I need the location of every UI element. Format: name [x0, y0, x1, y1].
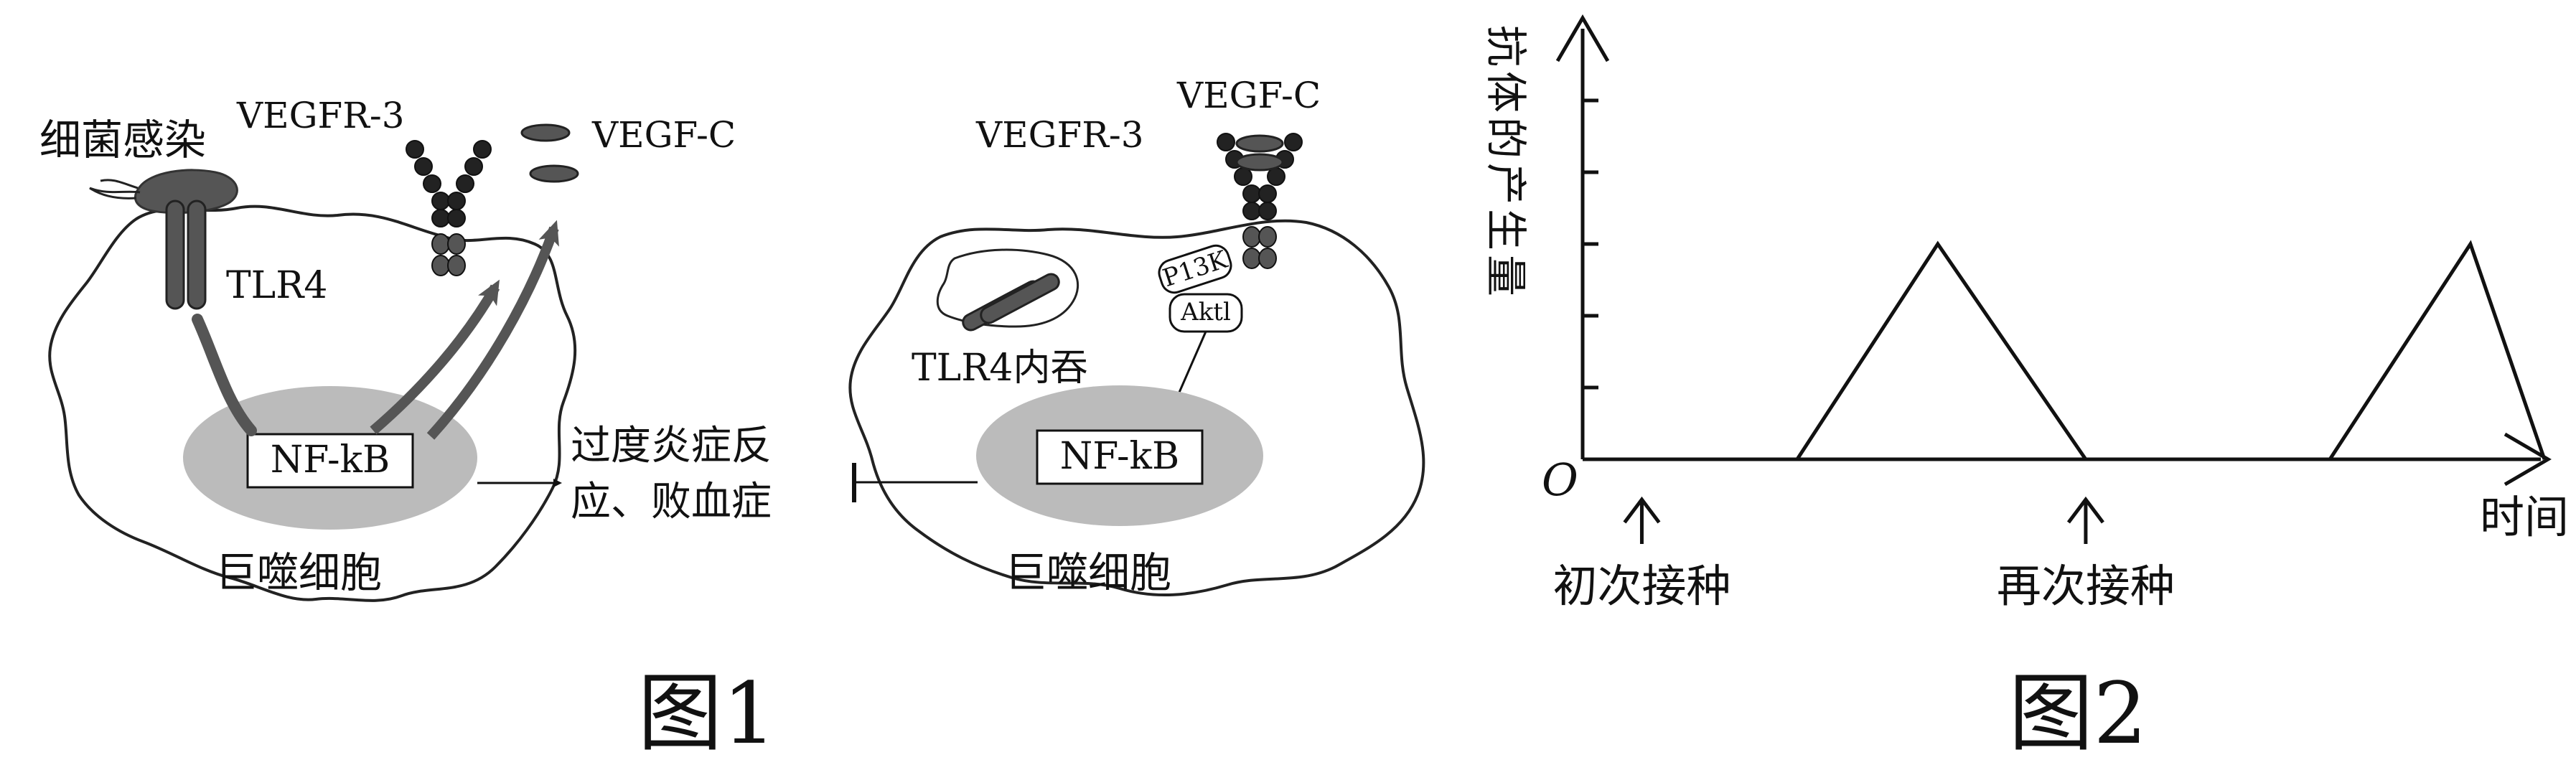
macrophage-label-right: 巨噬细胞 [1005, 548, 1171, 597]
akt-label: Aktl [1180, 298, 1231, 327]
x-axis-arrowhead [2504, 432, 2552, 487]
outcome-label-line2: 应、败血症 [571, 479, 772, 525]
injection-marker: 初次接种 [1552, 496, 1730, 612]
injection-label: 再次接种 [1997, 560, 2175, 612]
nfkb-to-vegfc-arrow [426, 220, 559, 440]
bacterium [89, 169, 238, 215]
macrophage-label-left: 巨噬细胞 [215, 548, 382, 597]
injection-label: 初次接种 [1552, 560, 1730, 612]
bacteria-label: 细菌感染 [39, 116, 206, 164]
x-axis-label: 时间 [2480, 491, 2569, 543]
injection-annotations: 初次接种 再次接种 [1552, 496, 2175, 612]
tlr4-internalized [962, 273, 1060, 332]
figure2-caption: 图2 [2008, 664, 2147, 763]
macrophage-membrane-right [848, 219, 1425, 597]
y-axis-title: 抗体的产生量 [1481, 25, 1530, 301]
injection-marker: 再次接种 [1997, 496, 2175, 612]
nfkb-box-left [246, 433, 414, 489]
vegfc-bound-right [1235, 134, 1284, 172]
up-arrow-icon [1623, 496, 1661, 524]
origin-label: O [1542, 454, 1578, 506]
nfkb-box-right [1036, 429, 1204, 485]
figure2-chart: O 抗体的产生量 时间 初次接种 再次接种 [1481, 14, 2569, 612]
nfkb-to-vegfr3-arrow [370, 279, 500, 435]
vegfc-label-right: VEGF-C [1176, 75, 1321, 116]
y-axis-arrowhead [1555, 14, 1610, 62]
akt-node: Aktl [1168, 293, 1243, 333]
vegfr3-label-left: VEGFR-3 [236, 95, 405, 136]
nfkb-label-left: NF-kB [271, 438, 390, 482]
tlr4-label: TLR4 [226, 264, 327, 307]
tlr4-endocytosis-label: TLR4内吞 [912, 347, 1087, 390]
up-arrow-icon [2066, 496, 2104, 524]
vegfc-label-left: VEGF-C [591, 114, 736, 156]
tlr4-to-nfkb-arrow [192, 314, 257, 436]
vegfr3-receptor-left [406, 140, 492, 276]
vegfr3-receptor-right [1217, 133, 1303, 269]
figure1-right-panel: TLR4内吞 VEGFR-3 VEGF-C P13K Aktl N [848, 75, 1425, 597]
y-axis-label: 抗体的产生量 [1481, 25, 1530, 301]
outcome-label-line1: 过度炎症反 [571, 423, 772, 469]
antibody-curve [1583, 240, 2547, 461]
endosome [936, 248, 1079, 328]
vegfc-ligands-left [520, 123, 579, 183]
pi3k-node: P13K [1158, 244, 1232, 294]
figure1-caption: 图1 [637, 664, 776, 763]
y-axis-ticks [1583, 98, 1598, 390]
figure1-left-panel: 细菌感染 TLR4 VEGFR-3 VEGF-C NF-kB [39, 95, 772, 602]
nfkb-label-right: NF-kB [1060, 435, 1180, 478]
vegfr3-label-right: VEGFR-3 [975, 114, 1144, 156]
tlr4-receptor [165, 200, 207, 310]
macrophage-membrane-left [48, 205, 577, 602]
